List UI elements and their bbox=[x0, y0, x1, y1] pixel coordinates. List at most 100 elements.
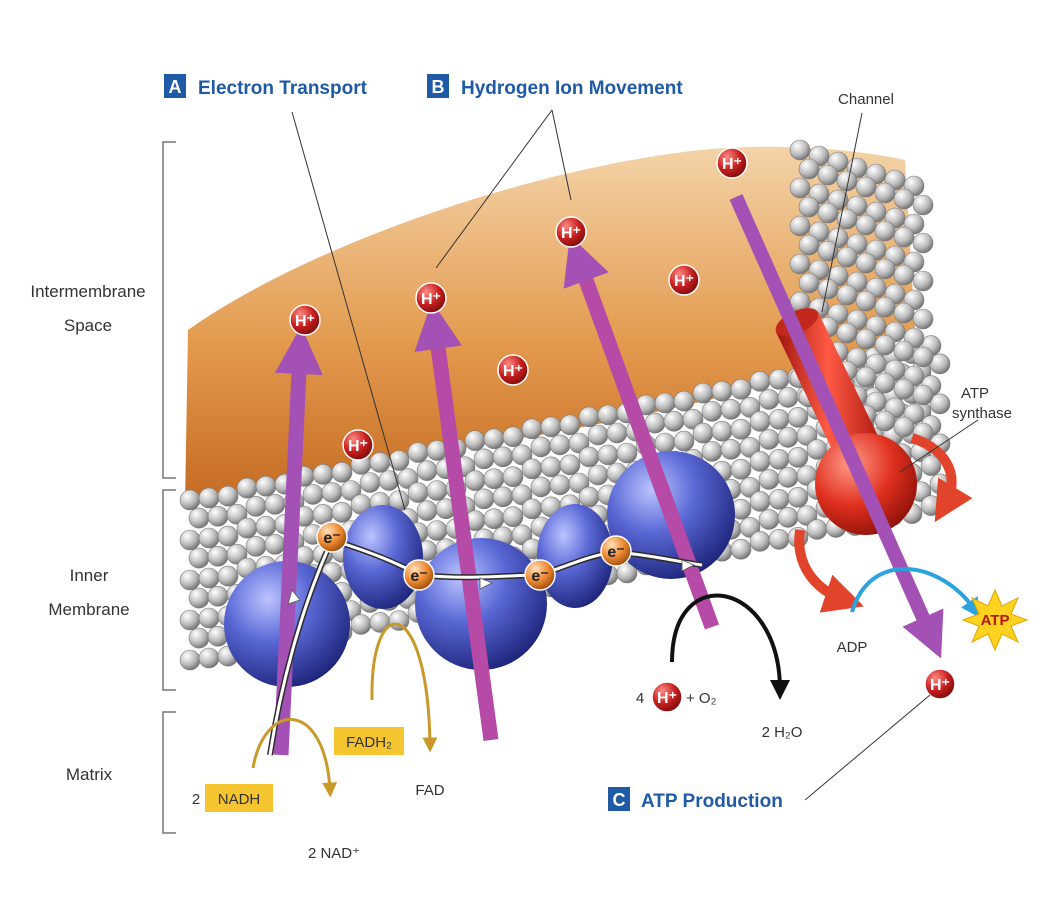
proton-label: H⁺ bbox=[930, 677, 950, 694]
membrane-bead bbox=[465, 471, 485, 491]
membrane-bead bbox=[913, 385, 933, 405]
membrane-bead bbox=[788, 407, 808, 427]
membrane-bead bbox=[769, 369, 789, 389]
membrane-bead bbox=[759, 509, 779, 529]
region-inner-line2: Membrane bbox=[48, 600, 129, 619]
membrane-bead bbox=[199, 488, 219, 508]
membrane-bead bbox=[818, 203, 838, 223]
membrane-bead bbox=[427, 521, 447, 541]
membrane-bead bbox=[484, 509, 504, 529]
membrane-bead bbox=[484, 469, 504, 489]
membrane-bead bbox=[894, 379, 914, 399]
membrane-bead bbox=[921, 496, 941, 516]
membrane-bead bbox=[788, 487, 808, 507]
membrane-bead bbox=[607, 423, 627, 443]
membrane-bead bbox=[894, 227, 914, 247]
membrane-bead bbox=[837, 209, 857, 229]
membrane-bead bbox=[579, 487, 599, 507]
fadh2-to-fad-arrow bbox=[372, 624, 430, 745]
membrane-bead bbox=[818, 241, 838, 261]
nad-plus-label: 2 NAD⁺ bbox=[308, 845, 360, 862]
proton-label: H⁺ bbox=[674, 273, 694, 290]
membrane-bead bbox=[332, 462, 352, 482]
membrane-bead bbox=[856, 329, 876, 349]
region-brackets bbox=[163, 142, 176, 833]
membrane-bead bbox=[550, 475, 570, 495]
membrane-bead bbox=[894, 417, 914, 437]
membrane-bead bbox=[750, 411, 770, 431]
adp-label: ADP bbox=[837, 639, 868, 656]
membrane-bead bbox=[332, 502, 352, 522]
membrane-bead bbox=[693, 383, 713, 403]
membrane-bead bbox=[189, 508, 209, 528]
membrane-bead bbox=[617, 443, 637, 463]
membrane-bead bbox=[531, 437, 551, 457]
membrane-bead bbox=[218, 486, 238, 506]
membrane-bead bbox=[503, 467, 523, 487]
membrane-bead bbox=[769, 529, 789, 549]
membrane-bead bbox=[674, 391, 694, 411]
proton-label: H⁺ bbox=[561, 225, 581, 242]
proton-6: H⁺ bbox=[669, 265, 699, 295]
electron-label: e⁻ bbox=[607, 544, 624, 561]
membrane-bead bbox=[731, 539, 751, 559]
section-a-letter: A bbox=[169, 77, 182, 97]
membrane-bead bbox=[265, 494, 285, 514]
membrane-bead bbox=[246, 536, 266, 556]
membrane-bead bbox=[799, 197, 819, 217]
bracket-inner-membrane bbox=[163, 490, 176, 690]
atp-burst: ATP bbox=[963, 590, 1027, 650]
oxygen-label: + O₂ bbox=[686, 690, 717, 707]
section-c-heading: C ATP Production bbox=[608, 787, 783, 812]
membrane-bead bbox=[180, 610, 200, 630]
membrane-bead bbox=[856, 291, 876, 311]
membrane-bead bbox=[427, 481, 447, 501]
membrane-bead bbox=[531, 477, 551, 497]
membrane-bead bbox=[750, 451, 770, 471]
membrane-bead bbox=[579, 447, 599, 467]
membrane-bead bbox=[588, 465, 608, 485]
membrane-bead bbox=[664, 411, 684, 431]
membrane-bead bbox=[180, 490, 200, 510]
proton-reactant: H⁺ bbox=[652, 682, 682, 712]
membrane-bead bbox=[522, 499, 542, 519]
membrane-bead bbox=[875, 183, 895, 203]
region-matrix: Matrix bbox=[66, 765, 113, 784]
membrane-bead bbox=[712, 381, 732, 401]
section-c-title: ATP Production bbox=[641, 791, 783, 812]
section-a-heading: A Electron Transport bbox=[164, 74, 368, 99]
membrane-bead bbox=[731, 419, 751, 439]
membrane-bead bbox=[674, 431, 694, 451]
membrane-bead bbox=[778, 387, 798, 407]
membrane-bead bbox=[799, 235, 819, 255]
membrane-bead bbox=[759, 469, 779, 489]
membrane-bead bbox=[493, 447, 513, 467]
section-b-letter: B bbox=[432, 77, 445, 97]
membrane-bead bbox=[712, 421, 732, 441]
membrane-bead bbox=[303, 484, 323, 504]
membrane-bead bbox=[721, 399, 741, 419]
membrane-bead bbox=[417, 461, 437, 481]
membrane-bead bbox=[199, 528, 219, 548]
proton-4: H⁺ bbox=[498, 355, 528, 385]
electron-3: e⁻ bbox=[525, 560, 555, 590]
membrane-bead bbox=[503, 427, 523, 447]
membrane-bead bbox=[875, 221, 895, 241]
membrane-bead bbox=[856, 177, 876, 197]
membrane-bead bbox=[875, 411, 895, 431]
proton-label: H⁺ bbox=[295, 313, 315, 330]
membrane-bead bbox=[818, 165, 838, 185]
channel-label: Channel bbox=[838, 91, 894, 108]
membrane-bead bbox=[265, 534, 285, 554]
fadh2-label: FADH₂ bbox=[346, 734, 392, 751]
membrane-bead bbox=[856, 367, 876, 387]
membrane-bead bbox=[189, 588, 209, 608]
water-reactant-coefficient: 4 bbox=[636, 690, 644, 707]
membrane-bead bbox=[199, 568, 219, 588]
membrane-bead bbox=[799, 273, 819, 293]
membrane-bead bbox=[522, 459, 542, 479]
proton-8: H⁺ bbox=[925, 669, 955, 699]
membrane-bead bbox=[790, 254, 810, 274]
